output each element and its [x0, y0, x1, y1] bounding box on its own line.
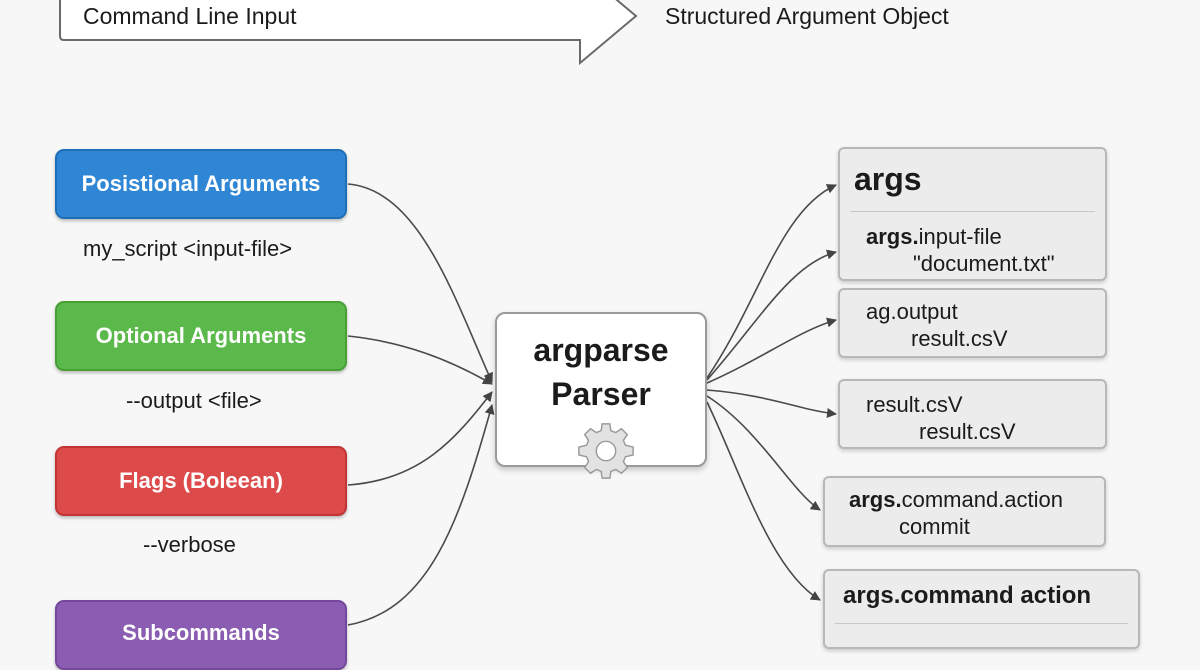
command-action-value: commit	[899, 514, 970, 539]
result-card-key: result.csV	[866, 392, 963, 417]
subcommands-pill: Subcommands	[55, 600, 347, 670]
positional-example: my_script <input-file>	[83, 236, 293, 261]
connector-card2	[706, 317, 837, 384]
output-connectors	[706, 184, 837, 601]
connector-args	[706, 184, 837, 379]
args-title: args	[854, 161, 922, 197]
flags-example: --verbose	[143, 532, 236, 557]
args-input-file-key: args.input-file	[866, 224, 1002, 249]
structured-argument-object-label: Structured Argument Object	[665, 3, 949, 29]
argparse-parser-box: argparse Parser	[495, 312, 707, 479]
connector-card3	[706, 389, 837, 418]
command-action-card-2: args.command action	[823, 569, 1140, 649]
flags-pill: Flags (Boleean)	[55, 446, 347, 516]
input-connectors	[347, 183, 495, 626]
command-action-key: args.command.action	[849, 487, 1064, 512]
positional-arguments-pill: Posistional Arguments	[55, 149, 347, 219]
parser-title-line2: Parser	[551, 376, 651, 412]
connector-card4	[706, 395, 821, 511]
optional-arguments-pill: Optional Arguments	[55, 301, 347, 371]
optional-arguments-label: Optional Arguments	[95, 323, 307, 348]
subcommands-label: Subcommands	[122, 620, 280, 645]
parser-title-line1: argparse	[533, 332, 669, 368]
connector-subcommands	[347, 404, 495, 626]
args-card: args args.input-file "document.txt"	[838, 147, 1107, 281]
args-input-file-value: "document.txt"	[913, 251, 1055, 276]
connector-flags	[347, 391, 493, 486]
output-card-key: ag.output	[866, 299, 958, 324]
connector-card5	[706, 401, 821, 601]
result-card: result.csV result.csV	[838, 379, 1107, 449]
connector-optional	[347, 335, 493, 385]
command-action-card: args.command.action commit	[823, 476, 1106, 547]
flags-label: Flags (Boleean)	[119, 468, 283, 493]
output-card: ag.output result.csV	[838, 288, 1107, 358]
output-card-value: result.csV	[911, 326, 1008, 351]
positional-arguments-label: Posistional Arguments	[81, 171, 321, 196]
command-action-title: args.command action	[843, 582, 1092, 609]
args-divider	[850, 211, 1095, 212]
result-card-value: result.csV	[919, 419, 1016, 444]
banner-arrow	[59, 0, 638, 66]
optional-example: --output <file>	[126, 388, 262, 413]
command-line-input-label: Command Line Input	[83, 3, 297, 29]
connector-positional	[347, 183, 493, 383]
gear-icon	[578, 423, 634, 479]
connector-layer	[59, 0, 837, 626]
connector-card1	[706, 249, 837, 381]
command-action-divider	[835, 623, 1128, 624]
